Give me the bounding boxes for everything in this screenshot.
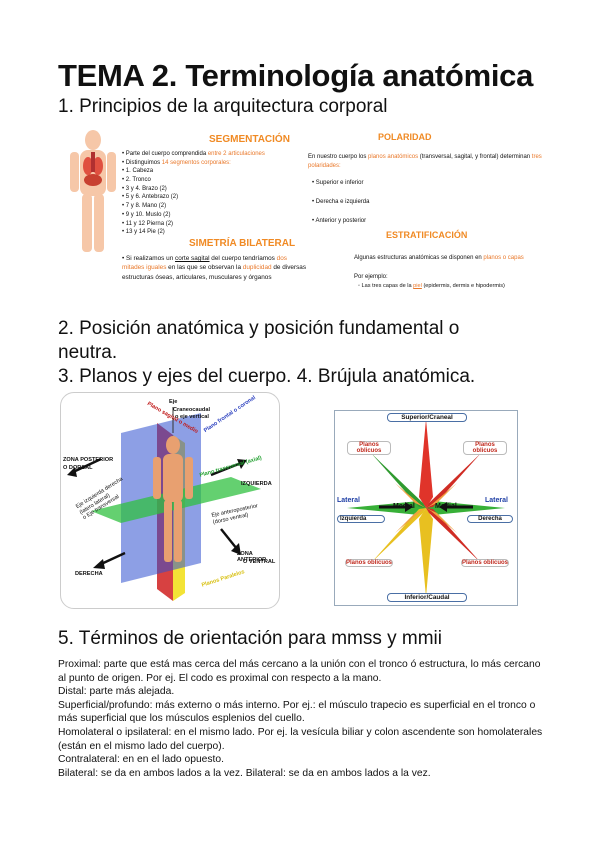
eje-label: Eje (169, 399, 178, 405)
section-5-heading: 5. Términos de orientación para mmss y m… (58, 628, 442, 649)
estratificacion-title: ESTRATIFICACIÓN (386, 230, 468, 240)
compass-oblicuos-top-left: Planos oblicuos (347, 441, 391, 455)
compass-medial-right: Medial (435, 503, 457, 510)
compass-inferior-label: Inferior/Caudal (387, 593, 467, 602)
zona-dorsal-label: O DORSAL (63, 465, 93, 471)
term-proximal: Proximal: parte que está mas cerca del m… (58, 659, 541, 684)
polaridad-item-1: • Superior e inferior (312, 180, 364, 186)
segment-item: • 7 y 8. Mano (2) (122, 203, 167, 210)
polaridad-text: En nuestro cuerpo los planos anatómicos … (308, 154, 542, 169)
polaridad-item-3: • Anterior y posterior (312, 218, 367, 224)
body-planes-figure: Eje Craneocaudal o eje vertical Plano sa… (60, 392, 280, 609)
architecture-infographic: SEGMENTACIÓN • Parte del cuerpo comprend… (58, 128, 548, 303)
term-superficial: Superficial/profundo: más externo o más … (58, 699, 536, 725)
compass-medial-left: Medial (393, 503, 415, 510)
segmentacion-list: • Parte del cuerpo comprendida entre 2 a… (122, 150, 272, 237)
compass-rose-icon (347, 419, 505, 597)
segmentacion-title: SEGMENTACIÓN (209, 134, 290, 145)
section-1-heading: 1. Principios de la arquitectura corpora… (58, 96, 388, 117)
segment-item: • 11 y 12 Pierna (2) (122, 220, 174, 227)
polaridad-title: POLARIDAD (378, 132, 432, 142)
term-contralateral: Contralateral: en en el lado opuesto. (58, 754, 225, 766)
anatomical-compass: Superior/Craneal Inferior/Caudal Planos … (334, 410, 518, 606)
segment-item: • 9 y 10. Muslo (2) (122, 211, 171, 218)
term-distal: Distal: parte más alejada. (58, 686, 175, 698)
segment-item: • 3 y 4. Brazo (2) (122, 185, 167, 192)
compass-oblicuos-bottom-right: Planos oblicuos (461, 559, 509, 567)
segment-item: • 1. Cabeza (122, 168, 154, 175)
compass-oblicuos-bottom-left: Planos oblicuos (345, 559, 393, 567)
segment-item: • 13 y 14 Pie (2) (122, 229, 165, 236)
body-planes-illustration (67, 407, 261, 601)
compass-superior-label: Superior/Craneal (387, 413, 467, 422)
compass-lateral-left: Lateral (337, 497, 360, 504)
compass-lateral-right: Lateral (485, 497, 508, 504)
zona-posterior-label: ZONA POSTERIOR (63, 457, 114, 463)
section-2-heading-cont: neutra. (58, 342, 118, 363)
estratificacion-example: Por ejemplo: (354, 274, 388, 280)
body-organs-figure (70, 130, 116, 252)
eje-vertical-label: o eje vertical (175, 414, 209, 420)
segment-item: • 5 y 6. Antebrazo (2) (122, 194, 179, 201)
izquierda-label: IZQUIERDA (241, 481, 272, 487)
section-3-4-heading: 3. Planos y ejes del cuerpo. 4. Brújula … (58, 366, 476, 387)
orientation-terms: Proximal: parte que está mas cerca del m… (58, 658, 548, 780)
zona-anterior-label: ZONA ANTERIOR (237, 551, 267, 563)
craneocaudal-label: Craneocaudal (173, 407, 210, 413)
compass-izquierda-label: Izquierda (337, 515, 385, 523)
simetria-title: SIMETRÍA BILATERAL (189, 238, 296, 249)
compass-oblicuos-top-right: Planos oblicuos (463, 441, 507, 455)
section-2-heading: 2. Posición anatómica y posición fundame… (58, 318, 460, 339)
page-title: TEMA 2. Terminología anatómica (58, 58, 534, 93)
term-bilateral: Bilateral: se da en ambos lados a la vez… (58, 767, 431, 779)
estratificacion-item: ◦ Las tres capas de la piel (epidermis, … (358, 283, 505, 289)
compass-derecha-label: Derecha (467, 515, 513, 523)
polaridad-item-2: • Derecha e izquierda (312, 199, 370, 205)
segment-item: • 2. Tronco (122, 177, 151, 184)
derecha-label: DERECHA (75, 571, 103, 577)
zona-ventral-label: O VENTRAL (243, 559, 276, 565)
estratificacion-text: Algunas estructuras anatómicas se dispon… (354, 255, 524, 261)
simetria-text: • Si realizamos un corte sagital del cue… (122, 255, 307, 281)
term-homolateral: Homolateral o ipsilateral: en el mismo l… (58, 726, 543, 752)
